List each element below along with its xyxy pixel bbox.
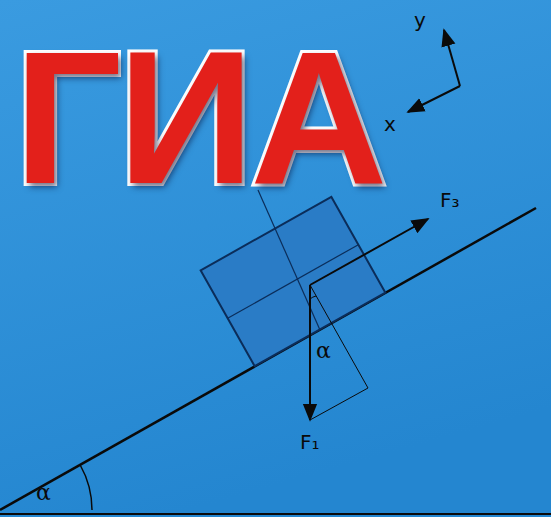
axis-arrow [444, 30, 460, 86]
angle-label: α [316, 340, 331, 362]
angle-label: α [36, 482, 51, 504]
axis-arrow [408, 86, 460, 112]
component-line [310, 285, 368, 388]
cover-title: ГИА [14, 22, 383, 212]
force-label: F₃ [440, 190, 460, 210]
ground-line [0, 513, 551, 515]
axis-label: y [414, 10, 426, 30]
force-arrow [309, 285, 311, 420]
axis-label: x [384, 114, 396, 134]
angle-arc [80, 465, 92, 510]
component-line [310, 388, 368, 420]
force-label: F₁ [300, 432, 320, 452]
force-arrow [310, 219, 428, 285]
block [201, 197, 386, 366]
